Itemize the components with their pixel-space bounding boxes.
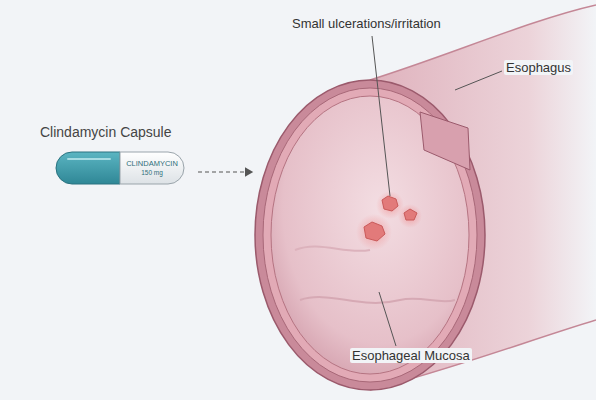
ulcer-glow [398, 204, 422, 228]
esophagus-wall [255, 80, 485, 390]
ulcer [364, 222, 385, 241]
muscle-layer [263, 88, 477, 382]
leader-line [379, 292, 396, 346]
cutaway-notch [420, 112, 470, 170]
callout-label: Esophagus [504, 60, 573, 75]
esophageal-mucosa [271, 96, 469, 374]
capsule-print: CLINDAMYCIN [126, 159, 178, 168]
callout-label: Esophageal Mucosa [350, 348, 472, 363]
capsule-node: Clindamycin CapsuleCLINDAMYCIN150 mg [40, 124, 210, 188]
leader-line [372, 36, 390, 196]
ulcer [404, 209, 417, 220]
capsule-print: 150 mg [141, 169, 163, 177]
dashed-arrow [198, 171, 252, 172]
capsule-label: CLINDAMYCIN150 mg [122, 152, 182, 184]
capsule-heading: Clindamycin Capsule [40, 124, 172, 140]
mucosal-fold [300, 297, 455, 303]
callout-label: Small ulcerations/irritation [290, 16, 443, 31]
ulcer [382, 196, 398, 211]
leader-line [455, 71, 502, 90]
ulcer-glow [356, 214, 392, 250]
mucosal-fold [295, 246, 370, 251]
